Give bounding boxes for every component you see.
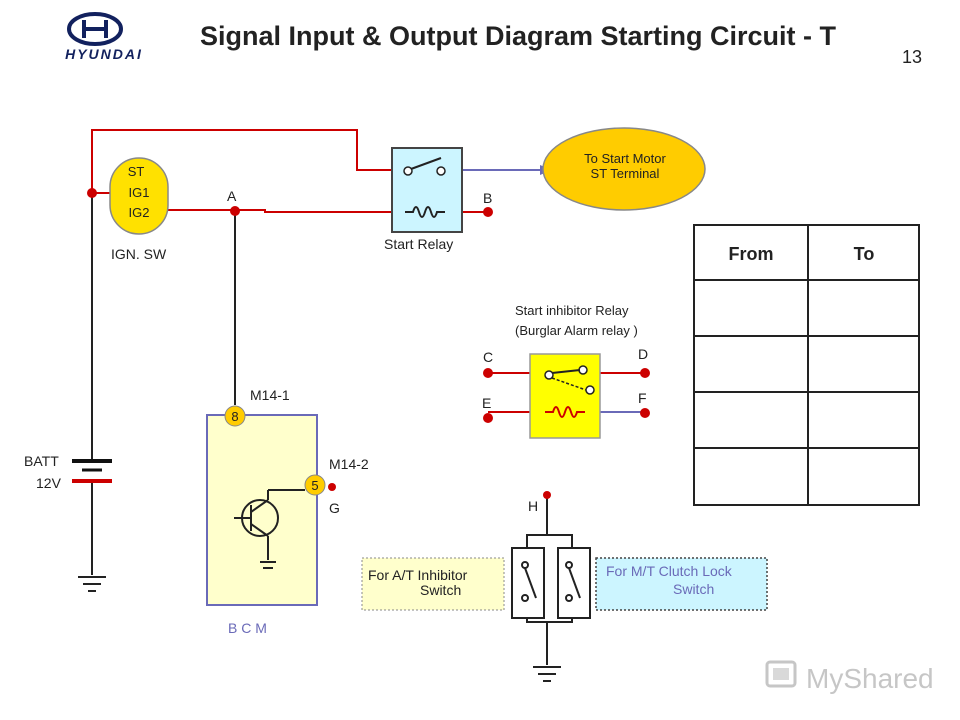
inhibitor-relay-line2: (Burglar Alarm relay ) <box>515 323 638 338</box>
ign-ig1-dot <box>87 188 97 198</box>
watermark-text: MyShared <box>806 663 934 694</box>
ground-icon <box>533 666 561 682</box>
point-c-dot <box>483 368 493 378</box>
point-g-dot <box>328 483 336 491</box>
table-header-to: To <box>854 244 875 264</box>
start-motor-line2: ST Terminal <box>591 166 660 181</box>
page-number: 13 <box>902 47 922 67</box>
bcm-connector1: M14-1 <box>250 387 290 403</box>
point-a-label: A <box>227 188 237 204</box>
ign-switch-label: IGN. SW <box>111 246 167 262</box>
watermark: MyShared <box>765 660 934 694</box>
bcm-connector2: M14-2 <box>329 456 369 472</box>
inhibitor-relay-line1: Start inhibitor Relay <box>515 303 629 318</box>
bcm-label: B C M <box>228 620 267 636</box>
point-a-dot <box>230 206 240 216</box>
bcm-pin-8 <box>224 405 246 427</box>
from-to-table <box>693 224 920 506</box>
point-f-label: F <box>638 390 647 406</box>
inhibitor-switches <box>511 534 591 623</box>
point-d-dot <box>640 368 650 378</box>
point-f-dot <box>640 408 650 418</box>
at-switch-line1: For A/T Inhibitor <box>368 567 468 583</box>
bcm-box <box>206 414 318 606</box>
bcm-pin-5 <box>304 474 326 496</box>
point-e-label: E <box>482 395 491 411</box>
point-c-label: C <box>483 349 493 365</box>
point-b-label: B <box>483 190 492 206</box>
start-relay <box>391 147 463 233</box>
point-e-dot <box>483 413 493 423</box>
at-switch-box <box>361 557 505 611</box>
mt-switch-line2: Switch <box>673 581 714 597</box>
start-relay-label: Start Relay <box>384 236 453 252</box>
mt-switch-line1: For M/T Clutch Lock <box>606 563 733 579</box>
start-motor-line1: To Start Motor <box>584 151 666 166</box>
point-h-dot <box>543 491 551 499</box>
black-wires <box>91 193 645 665</box>
start-motor <box>542 127 706 211</box>
hyundai-logo: HYUNDAI <box>65 12 143 62</box>
transistor-icon <box>234 489 305 569</box>
mt-switch-box <box>595 557 768 611</box>
battery-label: BATT <box>24 453 59 469</box>
table-header-from: From <box>729 244 774 264</box>
bcm-pin-8-label: 8 <box>231 409 238 424</box>
logo-text: HYUNDAI <box>65 46 143 62</box>
ign-switch <box>109 157 169 235</box>
ign-terminal-ig2: IG2 <box>129 205 150 220</box>
at-switch-line2: Switch <box>420 582 461 598</box>
point-g-label: G <box>329 500 340 516</box>
ign-terminal-st: ST <box>128 164 145 179</box>
ign-terminal-ig1: IG1 <box>129 185 150 200</box>
point-d-label: D <box>638 346 648 362</box>
ground-icon <box>78 576 106 592</box>
inhibitor-relay <box>529 353 601 439</box>
page-title: Signal Input & Output Diagram Starting C… <box>200 21 836 51</box>
battery-voltage: 12V <box>36 475 62 491</box>
point-b-dot <box>483 207 493 217</box>
point-h-label: H <box>528 498 538 514</box>
bcm-pin-5-label: 5 <box>311 478 318 493</box>
battery-symbol <box>72 459 112 483</box>
